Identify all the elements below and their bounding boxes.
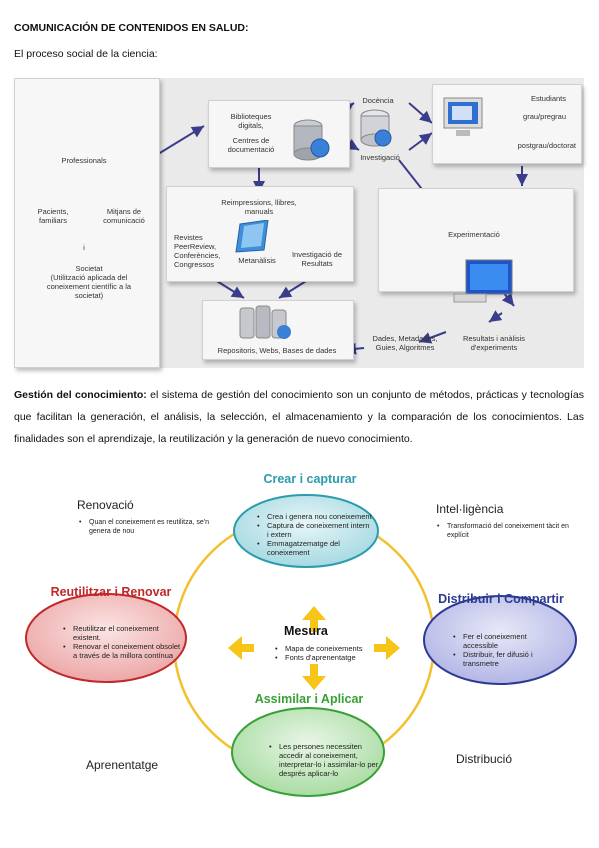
renewal-label: Renovació: [77, 498, 134, 512]
intelligence-label: Intel·ligència: [436, 502, 504, 516]
paragraph-body: el sistema de gestión del conocimiento s…: [14, 389, 584, 445]
journals-label: Revistes PeerReview, Conferències, Congr…: [174, 233, 221, 269]
experiment-results-label: Resultats i anàlisis d'experiments: [462, 334, 526, 352]
assimilate-apply-list: Les persones necessiten accedir al conei…: [266, 742, 383, 778]
monitor-icon: [453, 259, 513, 303]
distribution-label: Distribució: [456, 752, 513, 766]
assimilate-apply-title: Assimilar i Aplicar: [254, 692, 364, 706]
results-research-label: Investigació de Resultats: [291, 250, 343, 268]
libraries-box: [208, 100, 350, 168]
undergrad-label: grau/pregrau: [523, 112, 566, 121]
distribute-share-list: Fer el coneixement accessible Distribuir…: [450, 632, 563, 668]
experimentation-label: Experimentació: [448, 230, 500, 239]
reuse-renew-item: Renovar el coneixement obsolet a través …: [63, 642, 185, 660]
database-icon: [293, 119, 330, 161]
postgrad-label: postgrau/doctorat: [517, 141, 576, 150]
research-database-icon: [360, 109, 392, 147]
measure-list: Mapa de coneixements Fonts d'aprenentatg…: [272, 644, 395, 662]
book-icon: [235, 220, 269, 253]
renewal-note: Quan el coneixement es reutilitza, se'n …: [76, 518, 219, 536]
reuse-renew-item: Reutilitzar el coneixement existent.: [63, 624, 185, 642]
teaching-label: Docència: [362, 96, 394, 105]
repositories-label: Repositoris, Webs, Bases de dades: [217, 346, 337, 355]
society-panel: [14, 78, 160, 368]
publications-box: [166, 186, 354, 282]
paragraph-heading: Gestión del conocimiento:: [14, 389, 147, 401]
measure-item: Fonts d'aprenentatge: [275, 653, 395, 662]
professionals-label: Professionals: [61, 156, 107, 165]
reuse-renew-title: Reutilitzar i Renovar: [50, 585, 172, 599]
science-process-diagram: Professionals Pacients, familiars Mitjan…: [14, 78, 584, 368]
create-capture-item: Captura de coneixement intern i extern: [257, 521, 373, 539]
meta-analysis-label: Metanàlisis: [238, 256, 276, 265]
media-label: Mitjans de comunicació: [103, 207, 145, 225]
measure-title: Mesura: [284, 624, 328, 638]
data-metadata-label: Dades, Metadades, Guies, Algoritmes: [372, 334, 438, 352]
learning-label: Aprenentatge: [86, 758, 159, 772]
page-title: COMUNICACIÓN DE CONTENIDOS EN SALUD:: [14, 22, 249, 34]
students-label: Estudiants: [530, 94, 566, 103]
knowledge-management-paragraph: Gestión del conocimiento: el sistema de …: [14, 384, 584, 450]
create-capture-list: Crea i genera nou coneixement Captura de…: [254, 512, 373, 557]
patients-label: Pacients, familiars: [37, 207, 69, 225]
create-capture-item: Emmagatzematge del coneixement: [257, 539, 373, 557]
intelligence-note: Transformació del coneixement tàcit en e…: [434, 522, 577, 540]
doc-centres-label: Centres de documentació: [227, 136, 275, 154]
distribute-share-item: Distribuir, fer difusió i transmetre: [453, 650, 563, 668]
intelligence-note-text: Transformació del coneixement tàcit en e…: [437, 522, 577, 540]
distribute-share-item: Fer el coneixement accessible: [453, 632, 563, 650]
knowledge-cycle-diagram: Crear i capturar Crea i genera nou conei…: [14, 468, 584, 808]
assimilate-apply-item: Les persones necessiten accedir al conei…: [269, 742, 383, 778]
create-capture-item: Crea i genera nou coneixement: [257, 512, 373, 521]
reprints-label: Reimpressions, llibres, manuals: [221, 198, 297, 216]
reuse-renew-list: Reutilitzar el coneixement existent. Ren…: [60, 624, 185, 660]
servers-icon: [239, 305, 291, 339]
and-label: i: [83, 243, 85, 252]
section-subtitle: El proceso social de la ciencia:: [14, 48, 158, 60]
computer-icon: [443, 97, 483, 136]
renewal-note-text: Quan el coneixement es reutilitza, se'n …: [79, 518, 219, 536]
libraries-label: Biblioteques digitals,: [230, 112, 272, 130]
research-label: Investigació: [360, 153, 400, 162]
society-label: Societat (Utilització aplicada del conei…: [46, 264, 132, 300]
measure-item: Mapa de coneixements: [275, 644, 395, 653]
create-capture-title: Crear i capturar: [263, 472, 357, 486]
distribute-share-title: Distribuir i Compartir: [438, 592, 564, 606]
